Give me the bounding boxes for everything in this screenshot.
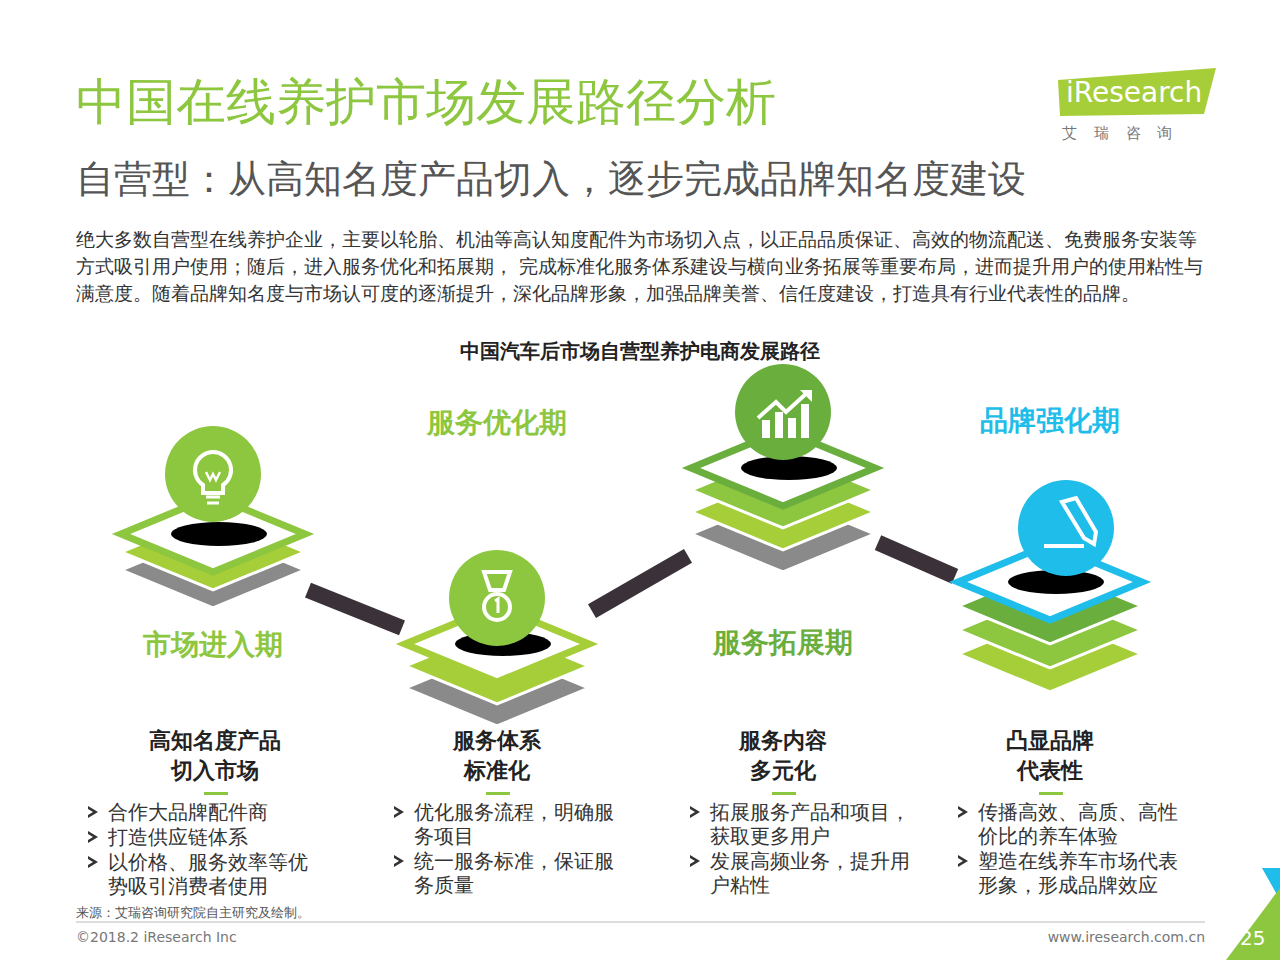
stage-label: 服务拓展期 [713, 624, 853, 662]
bullet-item: 传播高效、高质、高性价比的养车体验 [956, 800, 1196, 848]
hole [171, 522, 267, 546]
bullet-item: 优化服务流程，明确服务项目 [392, 800, 632, 848]
column-heading: 高知名度产品 切入市场 [140, 726, 290, 786]
subtitle: 自营型：从高知名度产品切入，逐步完成品牌知名度建设 [76, 154, 1026, 204]
heading-dash [486, 792, 510, 795]
pencil-icon [1018, 480, 1114, 576]
column-heading: 服务内容 多元化 [708, 726, 858, 786]
bullet-item: 拓展服务产品和项目，获取更多用户 [688, 800, 928, 848]
connector [878, 543, 955, 577]
chart-title: 中国汽车后市场自营型养护电商发展路径 [0, 338, 1280, 364]
hole [1008, 570, 1104, 594]
page-number: 25 [1240, 926, 1265, 950]
stage-label: 品牌强化期 [980, 402, 1120, 440]
connector-line [308, 590, 402, 628]
column-heading: 服务体系 标准化 [422, 726, 572, 786]
heading-dash [772, 792, 796, 795]
diamond-top [405, 606, 589, 682]
footer-rule [76, 922, 1205, 923]
diamond-top [691, 430, 875, 506]
hole [455, 632, 551, 656]
medal-icon [449, 550, 545, 646]
logo-subtext: 艾 瑞 咨 询 [1062, 124, 1178, 143]
connector [308, 590, 402, 628]
bullet-item: 统一服务标准，保证服务质量 [392, 849, 632, 897]
bullet-item: 塑造在线养车市场代表形象，形成品牌效应 [956, 849, 1196, 897]
bullet-item: 合作大品牌配件商 [86, 800, 326, 824]
diamond-top [121, 496, 305, 572]
heading-dash [1039, 792, 1063, 795]
diamond-top [958, 544, 1142, 620]
logo-badge [1058, 68, 1216, 116]
bullet-item: 打造供应链体系 [86, 825, 326, 849]
slide-title: 中国在线养护市场发展路径分析 [76, 72, 776, 132]
connector [592, 556, 688, 611]
bulb-icon [165, 426, 261, 522]
source-note: 来源：艾瑞咨询研究院自主研究及绘制。 [76, 904, 310, 922]
heading-dash [204, 792, 228, 795]
copyright: ©2018.2 iResearch Inc [76, 929, 237, 945]
column-heading: 凸显品牌 代表性 [975, 726, 1125, 786]
bullet-item: 以价格、服务效率等优势吸引消费者使用 [86, 850, 326, 898]
connector-line [592, 556, 688, 611]
intro-paragraph: 绝大多数自营型在线养护企业，主要以轮胎、机油等高认知度配件为市场切入点，以正品品… [76, 226, 1210, 307]
hole [741, 456, 837, 480]
stage-label: 市场进入期 [143, 626, 283, 664]
bullet-item: 发展高频业务，提升用户粘性 [688, 849, 928, 897]
stage-label: 服务优化期 [427, 404, 567, 442]
website: www.iresearch.com.cn [1020, 929, 1205, 945]
chart-icon [735, 364, 831, 460]
logo-text: iResearch [1066, 76, 1202, 110]
connector-line [878, 543, 955, 577]
page-corner [1226, 888, 1280, 960]
